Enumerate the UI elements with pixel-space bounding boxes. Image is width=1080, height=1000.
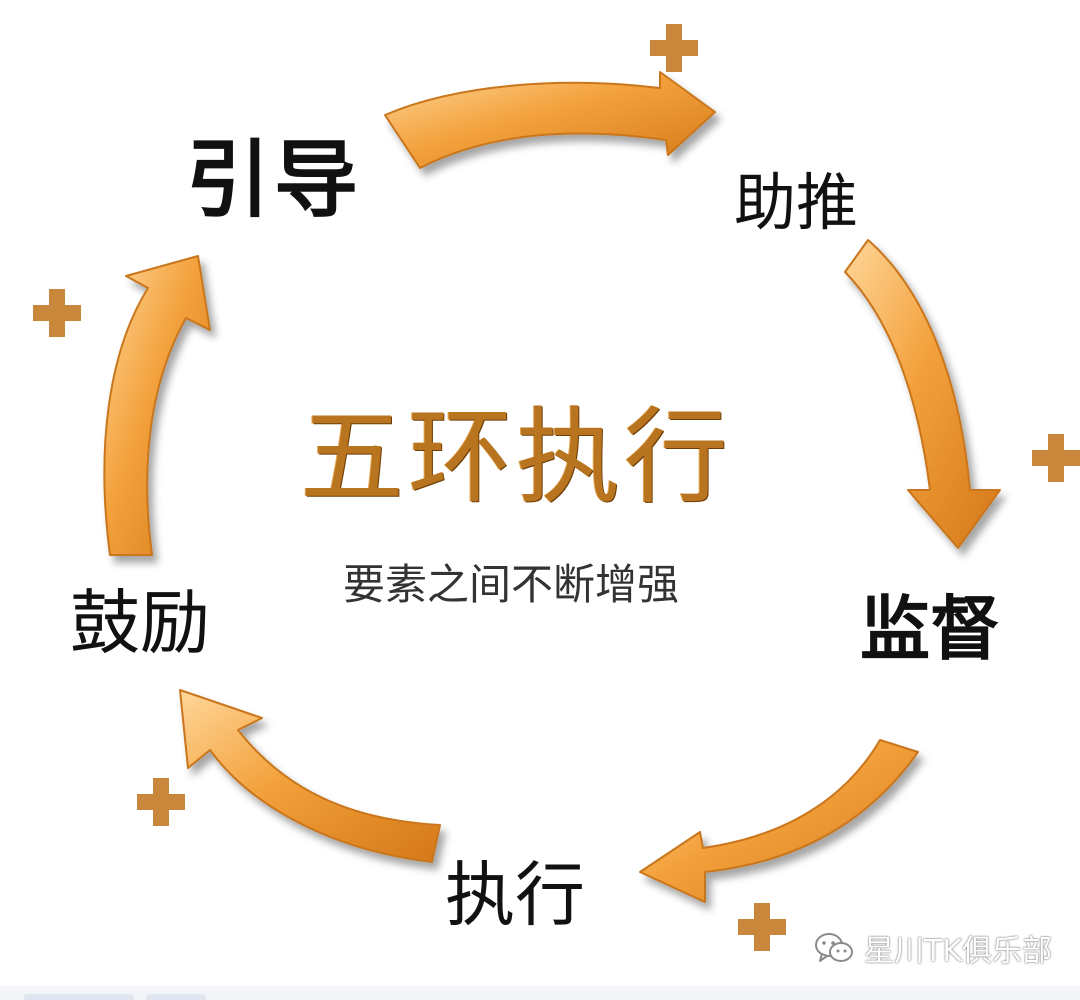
stage-label-zhutui: 助推 [734, 166, 859, 239]
watermark: 星川TK俱乐部 [814, 926, 1052, 970]
diagram-title: 五环执行 [300, 396, 733, 518]
arrow-zhixing-to-guli [179, 689, 441, 863]
stage-label-jiandu: 监督 [860, 588, 1000, 670]
stage-label-guli: 鼓励 [70, 582, 210, 664]
plus-icon [650, 24, 698, 72]
wechat-icon [815, 933, 853, 962]
arrow-jiandu-to-zhixing [639, 739, 919, 903]
diagram-subtitle: 要素之间不断增强 [343, 560, 680, 609]
plus-icon [33, 289, 81, 337]
arrow-guli-to-yindao [103, 255, 211, 556]
stage-label-yindao: 引导 [186, 131, 363, 229]
watermark-text: 星川TK俱乐部 [864, 934, 1052, 969]
strip-tab [146, 994, 206, 1000]
strip-tab [24, 994, 134, 1000]
stage-label-zhixing: 执行 [445, 854, 585, 936]
arrow-yindao-to-zhutui [384, 71, 716, 169]
plus-icon [137, 778, 185, 826]
bottom-strip [0, 986, 1080, 1000]
arrow-zhutui-to-jiandu [844, 239, 1001, 549]
plus-icon [1032, 434, 1080, 482]
plus-icon [738, 903, 786, 951]
